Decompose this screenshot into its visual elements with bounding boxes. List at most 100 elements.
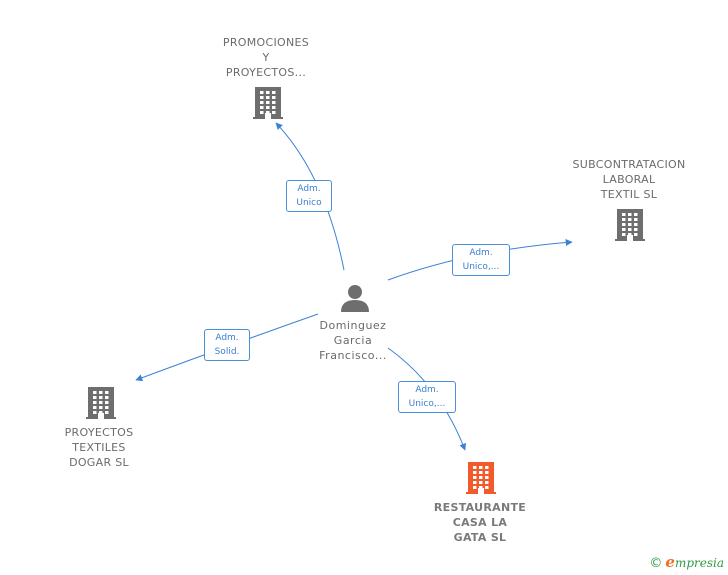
brand-name: mpresia bbox=[674, 556, 724, 570]
edge-line: Adm. bbox=[297, 184, 321, 194]
edge-line: Solid. bbox=[214, 347, 240, 357]
building-window bbox=[473, 466, 477, 469]
copyright-icon: © bbox=[649, 556, 663, 571]
building-window bbox=[99, 406, 103, 409]
building-window bbox=[622, 213, 626, 216]
edge-line: Unico bbox=[296, 198, 322, 208]
center-person-label[interactable]: Dominguez Garcia Francisco... bbox=[300, 318, 406, 363]
building-window bbox=[485, 481, 489, 484]
center-person-line-3: Francisco... bbox=[319, 349, 387, 362]
node-label-restaurante[interactable]: RESTAURANTE CASA LA GATA SL bbox=[420, 500, 540, 545]
center-person-line-2: Garcia bbox=[333, 334, 373, 347]
icons-layer bbox=[86, 87, 645, 494]
edge-label-subcontratacion[interactable]: Adm. Unico,... bbox=[452, 244, 510, 276]
building-window bbox=[266, 96, 270, 99]
building-window bbox=[260, 91, 264, 94]
building-window bbox=[628, 233, 632, 236]
node-line: TEXTIL SL bbox=[600, 188, 658, 201]
node-label-promociones[interactable]: PROMOCIONES Y PROYECTOS... bbox=[206, 35, 326, 80]
node-line: CASA LA bbox=[452, 516, 508, 529]
building-window bbox=[628, 213, 632, 216]
node-line: GATA SL bbox=[453, 531, 507, 544]
building-window bbox=[272, 96, 276, 99]
building-window bbox=[628, 218, 632, 221]
building-window bbox=[272, 106, 276, 109]
building-window bbox=[266, 106, 270, 109]
building-window bbox=[260, 96, 264, 99]
building-window bbox=[628, 228, 632, 231]
node-line: PROYECTOS bbox=[64, 426, 134, 439]
node-label-proyectos-textiles[interactable]: PROYECTOS TEXTILES DOGAR SL bbox=[44, 425, 154, 470]
building-window bbox=[93, 411, 97, 414]
building-door bbox=[478, 488, 484, 494]
building-window bbox=[272, 101, 276, 104]
building-window bbox=[93, 396, 97, 399]
building-window bbox=[260, 111, 264, 114]
building-window bbox=[479, 486, 483, 489]
brand-initial: e bbox=[665, 553, 675, 571]
building-window bbox=[266, 111, 270, 114]
edge-label-promociones[interactable]: Adm. Unico bbox=[286, 180, 332, 212]
building-window bbox=[93, 401, 97, 404]
building-window bbox=[634, 223, 638, 226]
building-window bbox=[485, 466, 489, 469]
building-window bbox=[622, 228, 626, 231]
building-window bbox=[622, 218, 626, 221]
building-window bbox=[105, 391, 109, 394]
building-window bbox=[105, 411, 109, 414]
building-window bbox=[105, 396, 109, 399]
building-icon[interactable] bbox=[615, 209, 645, 241]
building-window bbox=[99, 391, 103, 394]
edge-line: Unico,... bbox=[408, 399, 446, 409]
building-icon[interactable] bbox=[86, 387, 116, 419]
building-door bbox=[265, 113, 271, 119]
person-head bbox=[348, 285, 362, 299]
node-line: DOGAR SL bbox=[69, 456, 129, 469]
edge-line: Unico,... bbox=[462, 262, 500, 272]
building-window bbox=[272, 111, 276, 114]
building-icon[interactable] bbox=[253, 87, 283, 119]
building-window bbox=[479, 466, 483, 469]
node-line: SUBCONTRATACION bbox=[572, 158, 686, 171]
building-window bbox=[260, 106, 264, 109]
node-line: RESTAURANTE bbox=[433, 501, 527, 514]
edge-line: Adm. bbox=[415, 385, 439, 395]
building-window bbox=[485, 486, 489, 489]
building-window bbox=[634, 233, 638, 236]
node-line: Y bbox=[262, 51, 270, 64]
person-icon[interactable] bbox=[341, 285, 369, 312]
building-window bbox=[266, 91, 270, 94]
building-window bbox=[473, 476, 477, 479]
building-window bbox=[622, 223, 626, 226]
node-label-subcontratacion[interactable]: SUBCONTRATACION LABORAL TEXTIL SL bbox=[564, 157, 694, 202]
building-window bbox=[634, 213, 638, 216]
building-window bbox=[93, 391, 97, 394]
building-window bbox=[479, 476, 483, 479]
node-line: LABORAL bbox=[602, 173, 656, 186]
building-window bbox=[473, 471, 477, 474]
building-icon[interactable] bbox=[466, 462, 496, 494]
building-door bbox=[627, 235, 633, 241]
building-window bbox=[479, 481, 483, 484]
building-door bbox=[98, 413, 104, 419]
building-window bbox=[105, 406, 109, 409]
building-window bbox=[105, 401, 109, 404]
building-window bbox=[473, 486, 477, 489]
building-window bbox=[266, 101, 270, 104]
node-line: TEXTILES bbox=[72, 441, 126, 454]
building-window bbox=[473, 481, 477, 484]
building-window bbox=[93, 406, 97, 409]
edge-label-restaurante[interactable]: Adm. Unico,... bbox=[398, 381, 456, 413]
center-person-line-1: Dominguez bbox=[319, 319, 387, 332]
building-window bbox=[479, 471, 483, 474]
edge-line: Adm. bbox=[215, 333, 239, 343]
building-window bbox=[272, 91, 276, 94]
node-line: PROYECTOS... bbox=[225, 66, 307, 79]
building-window bbox=[99, 411, 103, 414]
building-window bbox=[99, 396, 103, 399]
building-window bbox=[260, 101, 264, 104]
edge-label-proyectos-textiles[interactable]: Adm. Solid. bbox=[204, 329, 250, 361]
building-window bbox=[99, 401, 103, 404]
empresia-brand[interactable]: ©empresia bbox=[649, 553, 724, 571]
